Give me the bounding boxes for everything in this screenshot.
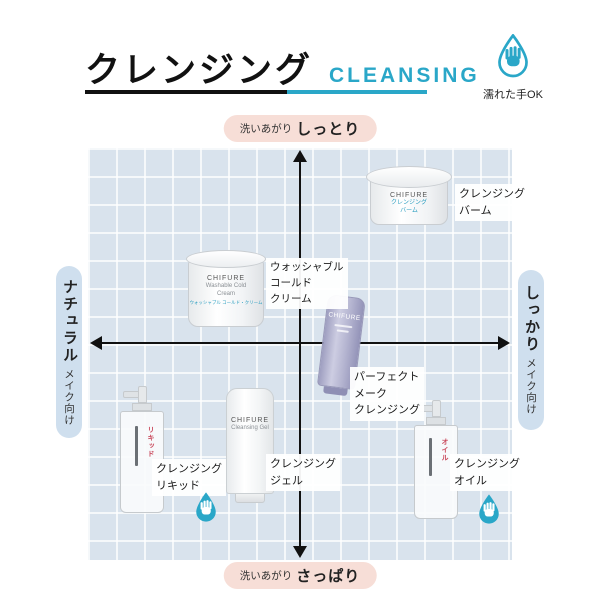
axis-top-prefix: 洗いあがり [239, 123, 293, 135]
product-label-balm: クレンジング バーム [455, 184, 529, 221]
axis-right-suffix: メイク向け [525, 357, 537, 415]
axis-left-value: ナチュラル [61, 278, 78, 364]
axis-bottom-prefix: 洗いあがり [239, 570, 293, 582]
product-cleansing-balm: CHIFURE クレンジング バーム [366, 166, 452, 225]
page-title-en: CLEANSING [329, 64, 480, 87]
underline-segment-teal [287, 90, 427, 94]
bottle-collar [132, 403, 152, 411]
package-name: クレンジング バーム [390, 200, 427, 214]
axis-right-value: しっかり [523, 285, 540, 354]
package-accent-text: オイル [441, 438, 448, 462]
tube-cap [235, 494, 265, 503]
pump-stem [432, 400, 441, 417]
package-brand: CHIFURE [206, 275, 246, 282]
balm-lid [366, 166, 452, 188]
package-brand: CHIFURE [389, 192, 429, 199]
wet-hands-icon [196, 492, 216, 522]
product-label-cold-cream: ウォッシャブル コールド クリーム [266, 258, 348, 310]
pump-stem [138, 386, 147, 403]
product-cleansing-liquid: リキッド [118, 386, 166, 516]
cream-lid [186, 250, 266, 268]
cream-body: CHIFURE Washable Cold Cream ウォッシャブル コールド… [188, 261, 264, 327]
package-text-line [334, 324, 353, 329]
package-name: Washable Cold Cream [205, 283, 247, 297]
page-title-jp: クレンジング [85, 51, 314, 90]
wet-hands-icon [498, 33, 528, 78]
product-label-oil: クレンジング オイル [450, 454, 524, 491]
package-text-line [135, 426, 138, 466]
wet-hands-badge: 濡れた手OK [472, 33, 554, 102]
wet-hands-icon [479, 494, 499, 524]
package-subtext: ウォッシャブル コールド・クリーム [189, 300, 263, 305]
package-text-line [336, 329, 349, 333]
axis-bottom-value: さっぱり [296, 568, 361, 585]
package-brand: CHIFURE [230, 417, 270, 424]
product-washable-cold-cream: CHIFURE Washable Cold Cream ウォッシャブル コールド… [186, 250, 266, 327]
axis-top-value: しっとり [296, 121, 361, 138]
package-name: Cleansing Gel [231, 425, 269, 431]
axis-label-finish-refreshing: 洗いあがり さっぱり [223, 562, 377, 589]
axis-label-full-makeup: しっかり メイク向け [518, 270, 544, 430]
axis-label-finish-moist: 洗いあがり しっとり [223, 115, 377, 142]
bottle-collar [426, 417, 446, 425]
page-title: クレンジング CLEANSING [85, 42, 480, 93]
wet-hands-label: 濡れた手OK [483, 89, 543, 101]
underline-segment-black [85, 90, 287, 94]
product-label-perfect-cleansing: パーフェクト メーク クレンジング [350, 367, 424, 421]
title-underline [85, 90, 427, 94]
product-label-liquid: クレンジング リキッド [152, 459, 226, 496]
package-brand: CHIFURE [328, 311, 362, 323]
axis-label-natural-makeup: ナチュラル メイク向け [56, 266, 82, 438]
package-accent-text: リキッド [147, 426, 154, 458]
axis-left-suffix: メイク向け [63, 367, 75, 426]
package-text-line [429, 438, 432, 476]
product-label-gel: クレンジング ジェル [266, 454, 340, 491]
